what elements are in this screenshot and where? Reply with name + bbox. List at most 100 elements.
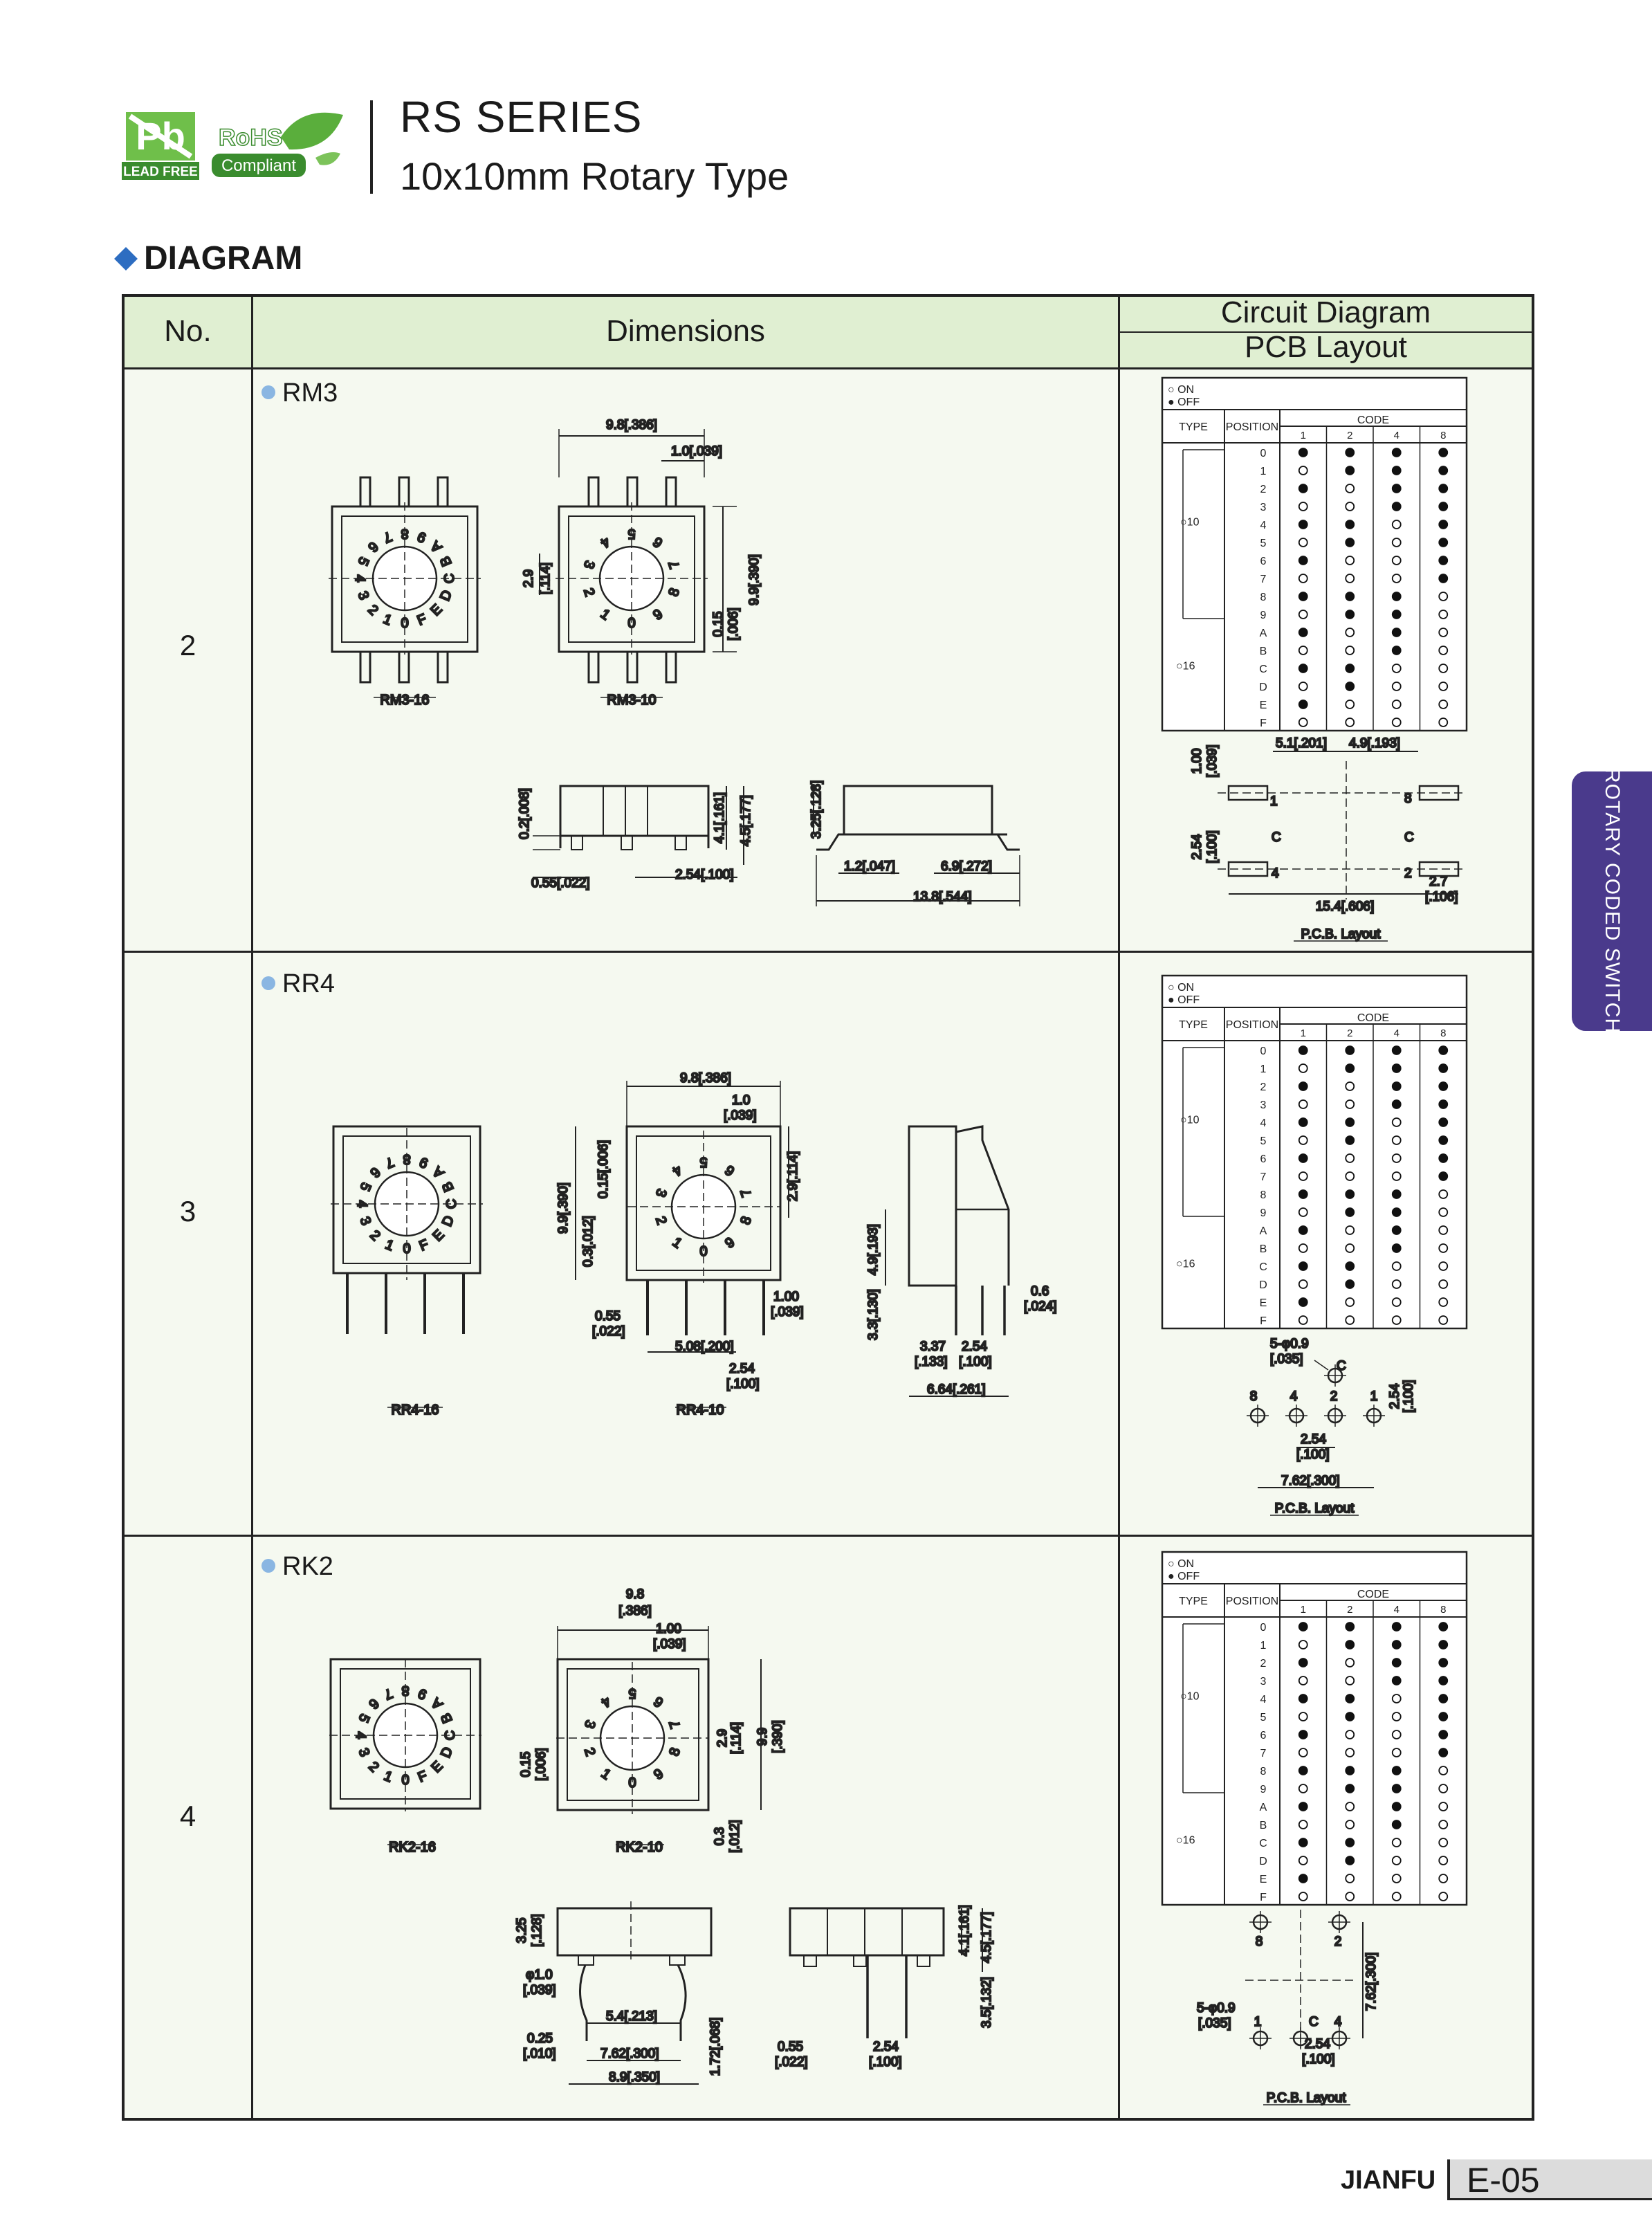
code-off-dot <box>1391 1784 1402 1793</box>
header-dimensions: Dimensions <box>606 314 765 348</box>
side-tab <box>1572 771 1652 1031</box>
code-off-dot <box>1298 1261 1308 1271</box>
code-off-dot <box>1345 448 1355 457</box>
type16-label: ○16 <box>1176 1259 1195 1270</box>
position-label: 0 <box>1260 448 1267 459</box>
code-on-dot <box>1298 1676 1308 1685</box>
position-label: C <box>1259 1261 1267 1273</box>
code-off-dot <box>1345 1207 1355 1217</box>
col-divider <box>1118 297 1120 2118</box>
dimension-label: 9.8 <box>626 1587 644 1602</box>
code-on-dot <box>1438 1784 1449 1793</box>
dimension-label: 13.8[.544] <box>913 890 972 904</box>
position-label: 2 <box>1260 1658 1267 1670</box>
dimension-label: 4.5[.177] <box>739 795 753 846</box>
code-off-dot <box>1391 1207 1402 1217</box>
code-col-header: 8 <box>1440 1604 1446 1616</box>
code-off-dot <box>1391 1658 1402 1667</box>
code-on-dot <box>1438 1225 1449 1235</box>
code-off-dot <box>1298 1658 1308 1667</box>
footer-page-bar <box>1447 2159 1652 2198</box>
code-on-dot <box>1345 484 1355 493</box>
code-off-dot <box>1438 1748 1449 1757</box>
side-tab-label: ROTARY CODED SWITCH <box>1601 768 1624 1034</box>
pin <box>587 476 600 508</box>
dimension-label: 2.9 <box>522 569 536 587</box>
code-on-dot <box>1391 1694 1402 1703</box>
code-off-dot <box>1345 1189 1355 1199</box>
code-off-dot <box>1391 448 1402 457</box>
position-label: 1 <box>1260 1063 1267 1075</box>
dimension-label: 1.00 <box>1190 749 1204 774</box>
code-on-dot <box>1298 1892 1308 1901</box>
dimension-label: 2.7 <box>1429 875 1447 889</box>
section-title: DIAGRAM <box>144 240 303 277</box>
code-on-dot <box>1345 1892 1355 1901</box>
dimension-label: 9.9[.390] <box>556 1182 571 1234</box>
pcb-layout-label: P.C.B. Layout <box>1301 927 1382 942</box>
code-off-dot <box>1438 1099 1449 1109</box>
code-off-dot <box>1298 592 1308 601</box>
code-on-dot <box>1438 700 1449 709</box>
code-on-dot <box>1391 556 1402 565</box>
row-number: 3 <box>179 1195 196 1227</box>
position-label: 9 <box>1260 1207 1267 1219</box>
code-off-dot <box>1345 1279 1355 1289</box>
dimension-label: 8 <box>1404 792 1412 806</box>
code-on-dot <box>1298 1279 1308 1289</box>
code-off-dot <box>1345 520 1355 529</box>
dimension-label: C <box>1309 2015 1319 2029</box>
dimension-label: [.006] <box>534 1748 549 1781</box>
code-on-dot <box>1345 1820 1355 1829</box>
code-on-dot <box>1438 1297 1449 1307</box>
bullet-icon <box>261 1559 275 1573</box>
code-on-dot <box>1298 1784 1308 1793</box>
code-on-dot <box>1438 682 1449 691</box>
code-header: CODE <box>1357 1589 1389 1600</box>
dimension-label: 2.54 <box>962 1340 987 1354</box>
code-off-dot <box>1391 1820 1402 1829</box>
leader-line <box>1314 1360 1329 1371</box>
side-body <box>559 785 710 837</box>
dimension-label: 0.15 <box>711 612 726 637</box>
code-off-dot <box>1345 1622 1355 1632</box>
dial-digit: 0 <box>401 616 408 631</box>
type10-label: ○10 <box>1180 517 1200 529</box>
code-off-dot <box>1438 502 1449 511</box>
position-label: 8 <box>1260 1766 1267 1778</box>
code-on-dot <box>1391 1838 1402 1847</box>
code-off-dot <box>1298 628 1308 637</box>
code-on-dot <box>1391 718 1402 727</box>
code-off-dot <box>1391 592 1402 601</box>
dimension-label: [.006] <box>726 607 741 641</box>
pin-foot <box>853 1955 867 1967</box>
code-off-dot <box>1438 448 1449 457</box>
code-on-dot <box>1345 1153 1355 1163</box>
code-on-dot <box>1298 466 1308 475</box>
view-label: RR4-16 <box>392 1402 439 1418</box>
pin <box>398 650 410 684</box>
pin-foot <box>917 1955 930 1967</box>
position-label: A <box>1260 628 1267 639</box>
position-label: E <box>1260 1297 1267 1309</box>
code-off-dot <box>1391 1063 1402 1073</box>
position-label: 8 <box>1260 592 1267 603</box>
code-off-dot <box>1438 1730 1449 1739</box>
switch-face <box>567 1668 699 1801</box>
code-on-dot <box>1391 1279 1402 1289</box>
model-label: RM3 <box>282 378 338 408</box>
code-col-header: 8 <box>1440 1027 1446 1039</box>
dial-digit: 0 <box>628 1775 636 1791</box>
code-col-header: 2 <box>1347 430 1352 441</box>
row-divider <box>125 1535 1532 1537</box>
code-off-dot <box>1345 538 1355 547</box>
code-on-dot <box>1298 1748 1308 1757</box>
code-on-dot <box>1391 1153 1402 1163</box>
dimension-label: 4 <box>1334 2015 1342 2029</box>
dimension-label: [.100] <box>1302 2052 1335 2067</box>
dimension-label: 4.9[.193] <box>1349 736 1400 751</box>
series-title: RS SERIES <box>400 92 643 142</box>
view-label: RM3-16 <box>380 693 429 708</box>
code-off-dot <box>1391 1640 1402 1649</box>
